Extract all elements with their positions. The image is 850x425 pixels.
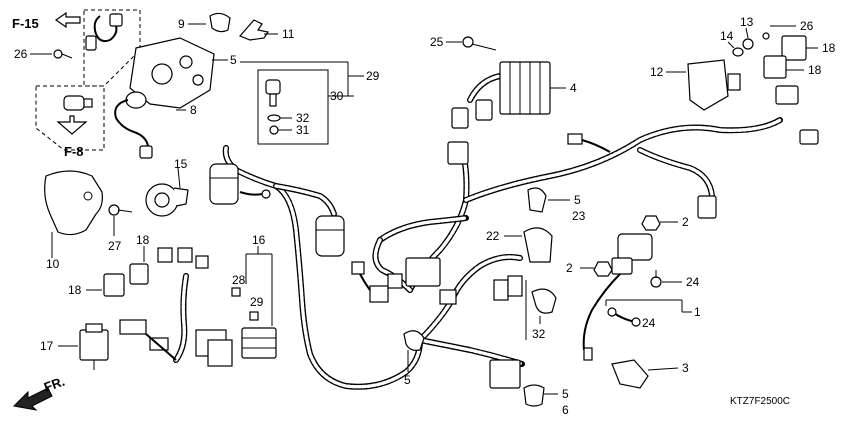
f8-reference[interactable]: F-8 — [64, 144, 84, 159]
callout-10: 10 — [46, 257, 60, 271]
cover-10 — [44, 170, 103, 236]
nut-2-lower — [593, 261, 613, 277]
callout-18-upper: 18 — [136, 233, 150, 247]
relay-18-right-lower — [763, 55, 787, 79]
ignition-wire-connector — [85, 13, 123, 51]
callout-23: 24 — [686, 275, 700, 289]
clamp-5-6 — [523, 384, 545, 407]
turn-signal-relay-12 — [687, 59, 741, 111]
callout-12: 12 — [650, 65, 664, 79]
ignition-detail-box — [83, 9, 141, 87]
band-21 — [523, 227, 553, 263]
front-direction: FR. — [12, 374, 67, 411]
relay-18a — [103, 273, 125, 297]
callout-26: 28 — [232, 273, 246, 287]
left-sub-harness — [119, 247, 233, 367]
harness-boot-left — [209, 163, 271, 205]
horn-15 — [145, 183, 189, 217]
callout-27: 29 — [250, 295, 264, 309]
callout-15: 15 — [174, 157, 188, 171]
callout-20: 26 — [14, 47, 28, 61]
bolt-19 — [462, 36, 497, 51]
fuse-27 — [249, 311, 259, 321]
relay-17 — [79, 323, 109, 370]
callout-8: 8 — [190, 103, 197, 117]
callout-3: 3 — [682, 361, 689, 375]
callout-7: 5 — [230, 53, 237, 67]
key-11 — [238, 19, 269, 41]
callout-28: 29 — [366, 69, 380, 83]
callout-5-lower: 5 — [562, 387, 569, 401]
callout-29: 30 — [330, 89, 344, 103]
screw-24 — [762, 32, 770, 40]
fuse-26 — [231, 287, 241, 297]
callout-9: 9 — [178, 17, 185, 31]
harness-boot-right — [315, 215, 345, 257]
callout-25: 27 — [108, 239, 122, 253]
front-arrow-icon — [12, 387, 53, 411]
callout-30: 31 — [296, 123, 310, 137]
callout-5-mid: 5 — [404, 373, 411, 387]
callout-17: 17 — [40, 339, 54, 353]
lock-cylinder — [56, 95, 93, 135]
callout-2-upper: 2 — [682, 215, 689, 229]
clamp-5-22 — [527, 187, 547, 213]
socket-group-box — [257, 69, 329, 145]
cable-clip-9 — [209, 12, 231, 33]
callout-21: 22 — [486, 229, 500, 243]
spark-plug-cap — [611, 359, 649, 389]
svg-text:F-8: F-8 — [64, 144, 84, 159]
clamp-5-mid — [403, 330, 425, 351]
right-end-connectors — [567, 85, 819, 219]
clamp-32 — [531, 288, 557, 314]
svg-text:F-15: F-15 — [12, 16, 39, 31]
callout-5-upper: 5 — [574, 193, 581, 207]
arrow-left-icon — [54, 11, 81, 29]
screw-30 — [269, 125, 279, 135]
bulb-socket — [265, 79, 281, 107]
callout-11: 11 — [282, 27, 295, 41]
callout-24: 26 — [800, 19, 814, 33]
callout-6: 6 — [562, 403, 569, 417]
callout-16: 16 — [252, 233, 266, 247]
ignition-switch-assembly — [114, 37, 215, 159]
callout-14: 14 — [720, 29, 734, 43]
relay-18b — [129, 263, 149, 285]
nut-2-upper — [641, 215, 661, 231]
callout-18-right-lower: 18 — [808, 63, 822, 77]
callout-18-left: 18 — [68, 283, 82, 297]
callout-2-lower: 2 — [566, 261, 573, 275]
ground-cable-22 — [607, 307, 641, 327]
ignition-coil — [582, 233, 653, 361]
washer-14 — [732, 47, 744, 57]
collar-13 — [742, 38, 754, 50]
svg-text:FR.: FR. — [42, 374, 67, 395]
callout-19: 25 — [430, 35, 444, 49]
callout-22-upper: 23 — [572, 209, 586, 223]
fuse-box — [241, 327, 277, 359]
callout-1: 1 — [694, 305, 701, 319]
central-connectors — [351, 99, 523, 389]
bolt-23 — [650, 270, 662, 288]
regulator-rectifier — [499, 61, 551, 115]
f15-reference[interactable]: F-15 — [12, 11, 81, 31]
callout-32: 32 — [532, 327, 546, 341]
callout-22-lower: 24 — [642, 316, 656, 330]
lock-detail-box — [35, 85, 105, 151]
o-ring-31 — [267, 114, 281, 122]
bolt-25 — [108, 204, 133, 216]
diagram-code: KTZ7F2500C — [730, 396, 790, 407]
screw-20 — [53, 49, 73, 59]
callout-18-right-upper: 18 — [822, 41, 836, 55]
callout-4: 4 — [570, 81, 577, 95]
callout-31: 32 — [296, 111, 310, 125]
callout-13: 13 — [740, 15, 754, 29]
